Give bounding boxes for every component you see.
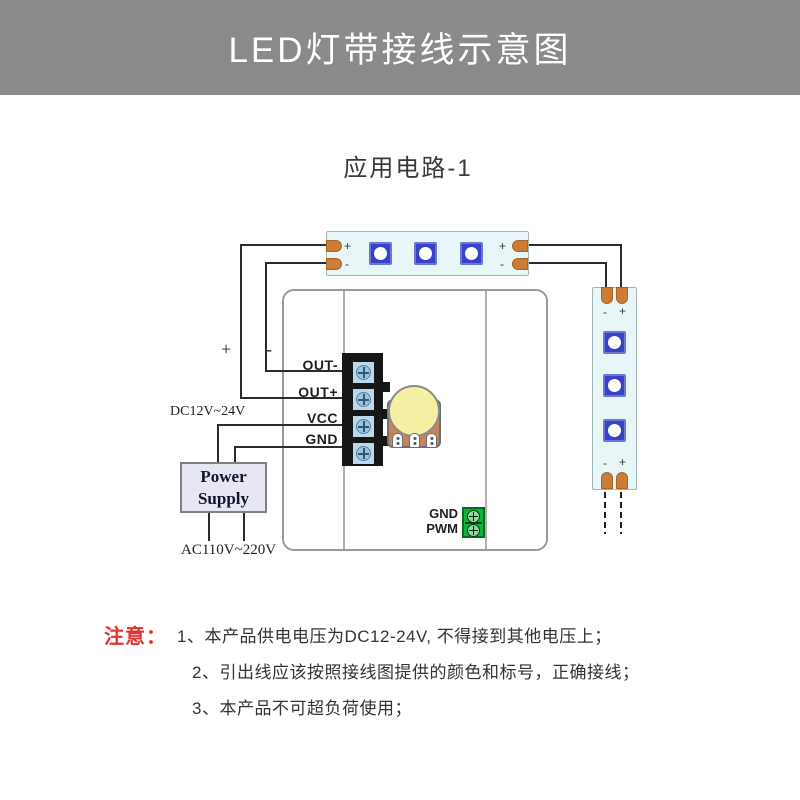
pot-pin-icon (426, 433, 437, 448)
wire-strip-left-minus (265, 262, 326, 264)
wire-strip-right-plus (527, 244, 622, 246)
led-chip-icon (603, 419, 626, 442)
pot-pin-icon (392, 433, 403, 448)
note-item-1: 1、本产品供电电压为DC12-24V, 不得接到其他电压上； (177, 627, 612, 646)
polarity-plus-mark: + (499, 239, 507, 253)
terminal-block-tab (383, 382, 390, 392)
led-strip-vertical: - + - + (592, 287, 637, 490)
solder-pad-icon (601, 287, 613, 304)
power-supply-label-line1: Power (200, 467, 247, 487)
terminal-block-tab (383, 409, 390, 419)
wire-plus-label: + (221, 339, 232, 359)
wire-strip-right-minus (527, 262, 607, 264)
solder-pad-icon (326, 258, 342, 270)
screw-terminal-icon (353, 443, 374, 464)
led-chip-icon (414, 242, 437, 265)
solder-pad-icon (601, 472, 613, 489)
page-title: LED灯带接线示意图 (228, 31, 572, 70)
header-banner: LED灯带接线示意图 (0, 0, 800, 95)
solder-pad-icon (512, 258, 528, 270)
wire-gnd-drop (234, 446, 236, 463)
terminal-label-out-minus: OUT- (302, 357, 338, 373)
solder-pad-icon (326, 240, 342, 252)
led-chip-icon (603, 331, 626, 354)
terminal-label-out-plus: OUT+ (298, 384, 338, 400)
screw-terminal-icon (353, 362, 374, 383)
ac-input-label: AC110V~220V (181, 542, 277, 558)
terminal-block-tab (383, 436, 390, 446)
wire-vcc-drop (217, 424, 219, 463)
solder-pad-icon (616, 472, 628, 489)
dc-input-label: DC12V~24V (170, 404, 246, 419)
signal-terminal (462, 507, 485, 538)
terminal-block (342, 353, 383, 466)
power-supply-label-line2: Supply (197, 488, 250, 508)
signal-label-gnd: GND (429, 506, 458, 521)
wire-vstrip-plus-drop (620, 244, 622, 296)
led-chip-icon (603, 374, 626, 397)
wire-strip-left-plus (240, 244, 326, 246)
polarity-minus-mark: - (603, 305, 607, 319)
polarity-minus-mark: - (345, 257, 349, 271)
led-chip-icon (369, 242, 392, 265)
wire-out-minus (265, 370, 343, 372)
terminal-label-gnd: GND (305, 431, 338, 447)
power-supply-box: Power Supply (180, 462, 267, 513)
wire-vcc (217, 424, 343, 426)
dashed-continuation-line (620, 492, 622, 534)
screw-terminal-icon (353, 389, 374, 410)
solder-pad-icon (616, 287, 628, 304)
screw-terminal-icon (467, 524, 480, 537)
wire-vertical-minus (265, 262, 267, 372)
controller-divider-right (485, 291, 487, 549)
signal-label-pwm: PWM (426, 521, 458, 536)
polarity-plus-mark: + (344, 239, 352, 253)
pot-pin-icon (409, 433, 420, 448)
signal-terminal-divider (465, 522, 482, 524)
wire-minus-label: - (266, 339, 272, 359)
wire-ac-right (243, 512, 245, 541)
potentiometer-knob (388, 385, 440, 437)
solder-pad-icon (512, 240, 528, 252)
notes-heading: 注意： (104, 626, 167, 648)
terminal-label-vcc: VCC (306, 410, 338, 426)
screw-terminal-icon (467, 510, 480, 523)
wire-vertical-plus (240, 244, 242, 399)
wire-out-plus (240, 397, 343, 399)
polarity-minus-mark: - (500, 257, 504, 271)
note-item-3: 3、本产品不可超负荷使用； (192, 699, 412, 718)
wire-gnd (234, 446, 343, 448)
polarity-plus-mark: + (619, 455, 627, 469)
wire-ac-left (208, 512, 210, 541)
polarity-plus-mark: + (619, 304, 627, 318)
wire-vstrip-minus-drop (605, 262, 607, 296)
dashed-continuation-line (604, 492, 606, 534)
led-chip-icon (460, 242, 483, 265)
screw-terminal-icon (353, 416, 374, 437)
polarity-minus-mark: - (603, 456, 607, 470)
diagram-title: 应用电路-1 (343, 155, 473, 182)
led-strip-horizontal: + - + - (326, 231, 529, 276)
note-item-2: 2、引出线应该按照接线图提供的颜色和标号，正确接线； (192, 663, 640, 682)
